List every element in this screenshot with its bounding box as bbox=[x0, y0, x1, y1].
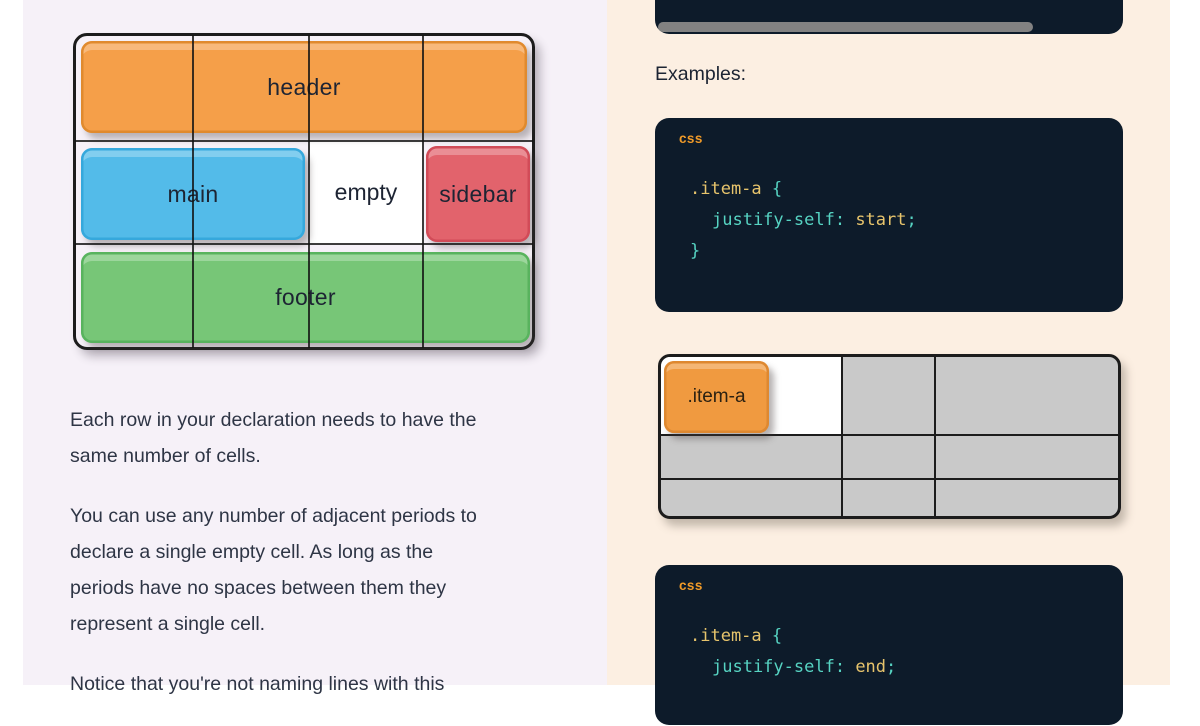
paragraph-notice: Notice that you're not naming lines with… bbox=[70, 673, 445, 695]
code-content: .item-a { justify-self: start; } bbox=[690, 174, 917, 267]
grid-outline bbox=[73, 33, 535, 350]
code-block-justify-end: css .item-a { justify-self: end; bbox=[655, 565, 1123, 725]
code-line-close: } bbox=[690, 236, 917, 267]
paragraph-rows-cells: Each row in your declaration needs to ha… bbox=[70, 409, 477, 467]
css-value: end bbox=[855, 657, 887, 677]
open-brace: { bbox=[771, 626, 783, 646]
grid-column-line-3 bbox=[422, 35, 424, 348]
grid-row-line-2 bbox=[75, 243, 533, 245]
sidebar-area-box: sidebar bbox=[426, 146, 530, 242]
examples-heading: Examples: bbox=[655, 63, 747, 85]
header-area-label: header bbox=[267, 73, 341, 100]
sidebar-area-label: sidebar bbox=[439, 180, 517, 207]
semicolon: ; bbox=[906, 210, 917, 230]
css-value: start bbox=[855, 210, 907, 230]
code-content: .item-a { justify-self: end; bbox=[690, 621, 896, 683]
item-a-label: .item-a bbox=[687, 386, 746, 407]
example-grid-column-line-2 bbox=[934, 357, 936, 516]
example-grid-column-line-1 bbox=[841, 357, 843, 516]
code-line-declaration: justify-self: end; bbox=[690, 652, 896, 683]
horizontal-scrollbar-thumb[interactable] bbox=[658, 22, 1033, 32]
examples-panel: Examples: css .item-a { justify-self: st… bbox=[607, 0, 1170, 725]
code-language-badge: css bbox=[679, 131, 703, 146]
css-property: justify-self: bbox=[712, 657, 846, 677]
empty-grid-cell: empty bbox=[309, 141, 423, 244]
lesson-paragraphs: Each row in your declaration needs to ha… bbox=[70, 402, 552, 726]
item-a-box: .item-a bbox=[664, 361, 769, 433]
grid-row-line-1 bbox=[75, 140, 533, 142]
footer-area-box: footer bbox=[81, 252, 530, 343]
open-brace: { bbox=[771, 179, 783, 199]
code-line-selector: .item-a { bbox=[690, 621, 896, 652]
lesson-text-panel: empty header main sidebar footer Each ro… bbox=[23, 0, 607, 695]
code-block-justify-start: css .item-a { justify-self: start; } bbox=[655, 118, 1123, 312]
close-brace: } bbox=[690, 241, 701, 261]
grid-template-areas-figure: empty header main sidebar footer bbox=[73, 33, 535, 350]
example-grid-row-line-1 bbox=[661, 434, 1118, 436]
code-block-cropped-top bbox=[655, 0, 1123, 34]
code-line-declaration: justify-self: start; bbox=[690, 205, 917, 236]
code-line-selector: .item-a { bbox=[690, 174, 917, 205]
header-area-box: header bbox=[81, 41, 527, 133]
footer-area-label: footer bbox=[275, 284, 336, 310]
grid-column-line-2 bbox=[308, 35, 310, 348]
semicolon: ; bbox=[886, 657, 897, 677]
css-selector: .item-a bbox=[690, 626, 762, 646]
justify-self-example-grid: .item-a bbox=[658, 354, 1121, 519]
code-language-badge: css bbox=[679, 578, 703, 593]
css-property: justify-self: bbox=[712, 210, 846, 230]
grid-column-line-1 bbox=[192, 35, 194, 348]
empty-cell-label: empty bbox=[334, 179, 398, 205]
css-selector: .item-a bbox=[690, 179, 762, 199]
page: { "left_panel": { "grid_figure": { "head… bbox=[23, 0, 1170, 725]
paragraph-periods: You can use any number of adjacent perio… bbox=[70, 505, 477, 635]
example-grid-row-line-2 bbox=[661, 478, 1118, 480]
